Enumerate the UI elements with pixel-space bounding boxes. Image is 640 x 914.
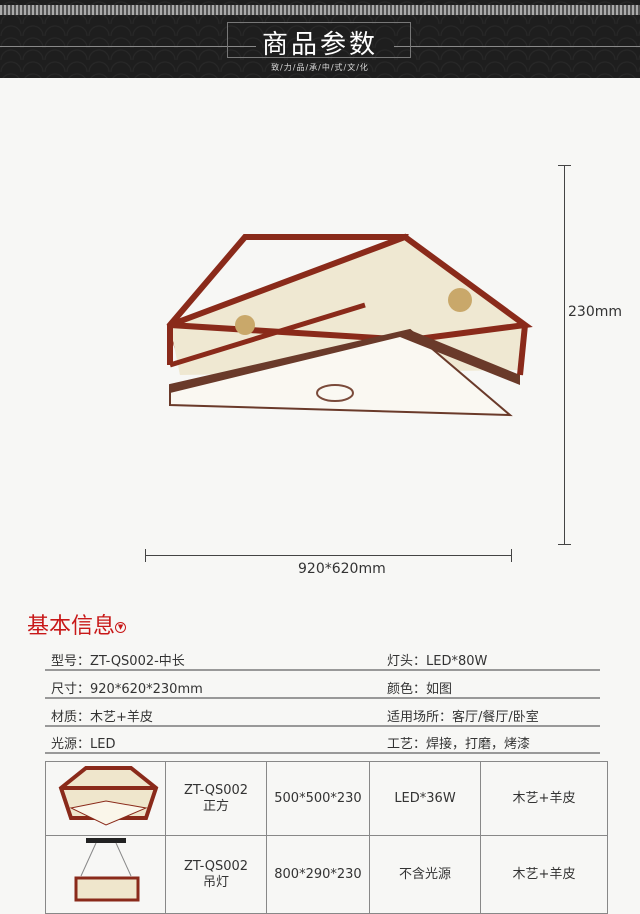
product-image — [166, 233, 533, 417]
chevron-down-icon: ▼ — [115, 621, 127, 633]
page-header: 商品参数 致/力/品/承/中/式/文/化 — [0, 0, 640, 78]
width-label: 920*620mm — [298, 561, 386, 577]
decorative-strip — [0, 5, 640, 15]
info-row: 型号：ZT-QS002-中长 灯头：LED*80W — [45, 643, 600, 671]
section-title: 基本信息▼ — [27, 608, 127, 640]
info-left: 型号：ZT-QS002-中长 — [51, 654, 185, 669]
info-left: 尺寸：920*620*230mm — [51, 682, 203, 697]
pendant-lamp-thumbnail — [74, 838, 139, 902]
info-right: 灯头：LED*80W — [387, 654, 488, 669]
type-text: 吊灯 — [202, 874, 229, 890]
info-left: 光源：LED — [51, 737, 116, 752]
variant-size: 500*500*230 — [266, 761, 370, 836]
divider — [0, 46, 256, 47]
variant-size: 800*290*230 — [266, 835, 370, 914]
model-text: ZT-QS002 — [183, 782, 249, 798]
info-row: 光源：LED 工艺：焊接，打磨，烤漆 — [45, 726, 600, 754]
divider — [394, 46, 640, 47]
info-right: 颜色：如图 — [387, 682, 453, 697]
square-lamp-thumbnail — [58, 766, 158, 826]
info-left: 材质：木艺+羊皮 — [51, 710, 153, 725]
variant-image — [45, 835, 166, 914]
model-text: ZT-QS002 — [183, 858, 249, 874]
height-dimension-line — [558, 165, 571, 545]
variant-source: LED*36W — [369, 761, 481, 836]
page-subtitle: 致/力/品/承/中/式/文/化 — [271, 63, 369, 72]
info-row: 材质：木艺+羊皮 适用场所：客厅/餐厅/卧室 — [45, 699, 600, 727]
variant-material: 木艺+羊皮 — [480, 835, 608, 914]
variant-image — [45, 761, 166, 836]
info-row: 尺寸：920*620*230mm 颜色：如图 — [45, 671, 600, 699]
height-label: 230mm — [568, 304, 622, 320]
title-frame — [227, 22, 411, 58]
width-dimension-line — [145, 549, 512, 562]
variant-source: 不含光源 — [369, 835, 481, 914]
info-right: 工艺：焊接，打磨，烤漆 — [387, 737, 531, 752]
type-text: 正方 — [202, 798, 229, 814]
section-title-text: 基本信息 — [27, 614, 116, 639]
info-right: 适用场所：客厅/餐厅/卧室 — [387, 710, 539, 725]
variant-material: 木艺+羊皮 — [480, 761, 608, 836]
page-title: 商品参数 — [261, 30, 378, 60]
